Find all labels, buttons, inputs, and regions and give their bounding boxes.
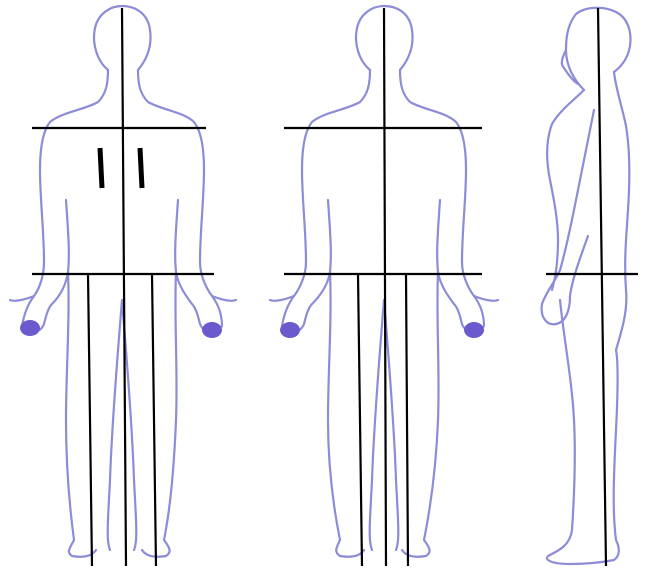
right-inner-arm-outline (437, 200, 454, 304)
left-inner-arm-outline (52, 200, 69, 304)
inner-legs-outline (108, 300, 137, 550)
left-hand-shade (280, 322, 300, 338)
arm-outline (542, 110, 594, 324)
inner-legs-outline (370, 300, 399, 550)
torso-left-outline (294, 70, 370, 296)
left-inner-arm-outline (312, 200, 331, 304)
midline-vertical-3 (598, 8, 606, 566)
leg-outline (547, 300, 619, 564)
guide-lines (32, 8, 638, 566)
right-leg-line-2 (406, 274, 408, 566)
back-outline (614, 72, 629, 350)
scapula-mark-right (140, 148, 142, 188)
torso-left-outline (34, 70, 108, 296)
side-view-figure (542, 8, 631, 564)
left-hand-shade (20, 320, 40, 336)
midline-vertical-1 (122, 8, 126, 566)
midline-vertical-2 (384, 8, 386, 566)
right-leg-line-1 (152, 274, 156, 566)
right-inner-arm-outline (175, 200, 192, 304)
left-leg-line-1 (88, 274, 92, 566)
right-leg-outline (142, 272, 177, 557)
left-leg-line-2 (358, 274, 362, 566)
right-hand-shade (202, 322, 222, 338)
scapula-mark-left (100, 148, 102, 188)
right-hand-shade (464, 322, 484, 338)
